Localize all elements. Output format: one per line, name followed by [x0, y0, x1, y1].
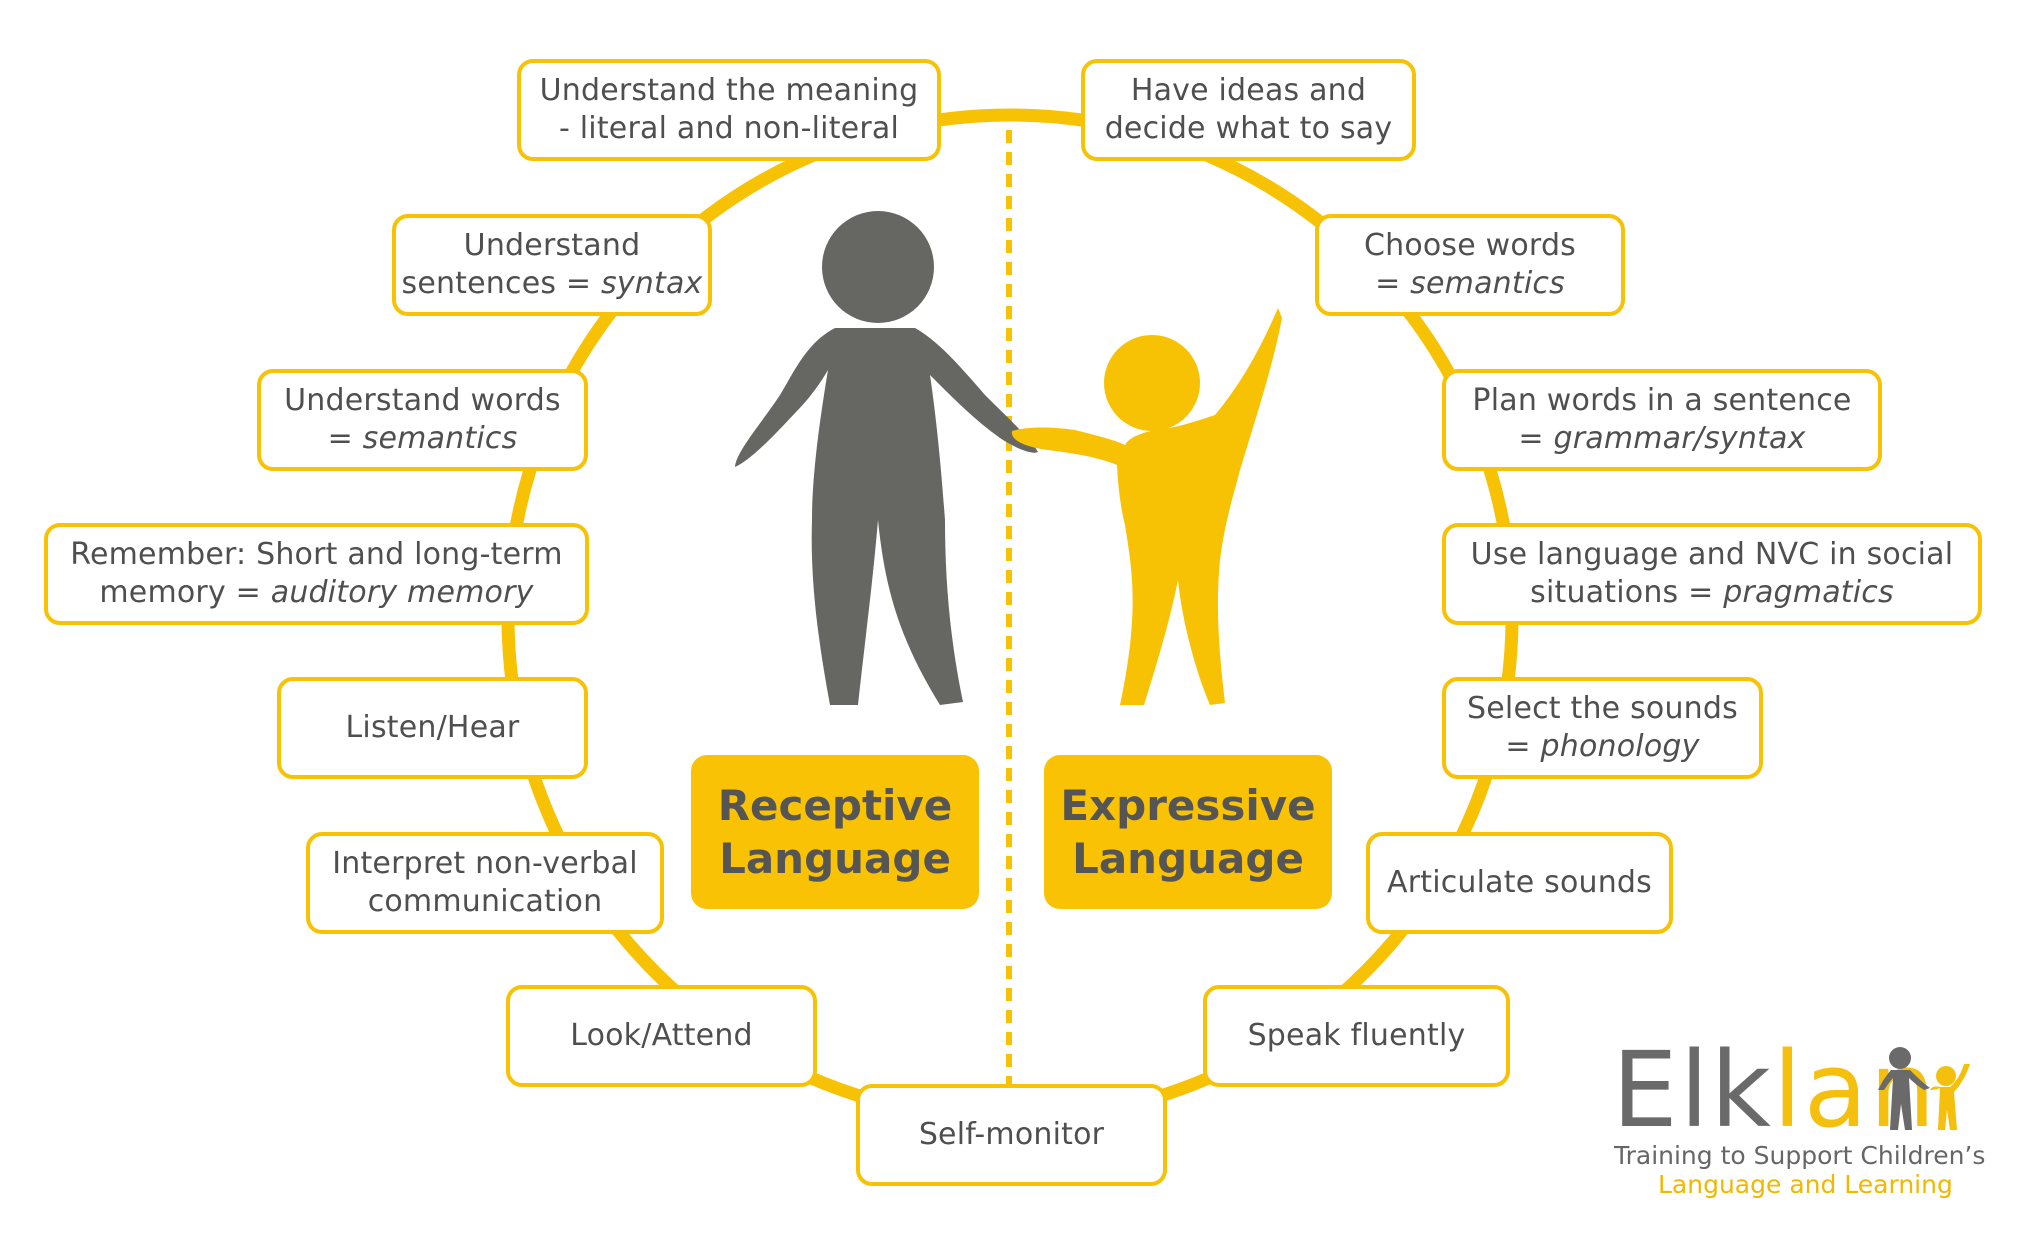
- node-select-sounds: Select the sounds = phonology: [1442, 677, 1763, 779]
- adult-figure: [735, 211, 1038, 705]
- node-line2: - literal and non-literal: [559, 111, 899, 146]
- node-line1: Articulate sounds: [1386, 865, 1653, 900]
- node-articulate-sounds: Articulate sounds: [1366, 832, 1673, 934]
- node-line1: Remember: Short and long-term: [70, 537, 563, 572]
- node-understand-words: Understand words = semantics: [257, 369, 588, 471]
- node-line2: situations = pragmatics: [1530, 575, 1894, 610]
- logo-figures-icon: [1878, 1047, 1970, 1130]
- node-line2: decide what to say: [1104, 111, 1393, 146]
- node-understand-sentences: Understand sentences = syntax: [392, 214, 712, 316]
- node-line2: sentences = syntax: [401, 266, 703, 301]
- node-listen-hear: Listen/Hear: [277, 677, 588, 779]
- node-line1: Have ideas and: [1130, 73, 1367, 108]
- node-have-ideas: Have ideas and decide what to say: [1081, 59, 1416, 161]
- logo-tagline-2: Language and Learning: [1658, 1170, 1953, 1199]
- node-line1: Speak fluently: [1247, 1018, 1466, 1053]
- node-interpret-nonverbal: Interpret non-verbal communication: [306, 832, 664, 934]
- panel-line2: Language: [1072, 834, 1304, 883]
- node-line2: memory = auditory memory: [99, 575, 534, 610]
- node-remember: Remember: Short and long-term memory = a…: [44, 523, 589, 625]
- node-self-monitor: Self-monitor: [856, 1084, 1167, 1186]
- panel-line2: Language: [719, 834, 951, 883]
- node-line1: Select the sounds: [1467, 691, 1738, 726]
- node-line2: = phonology: [1505, 729, 1700, 764]
- node-line1: Understand: [463, 228, 641, 263]
- node-line1: Self-monitor: [918, 1117, 1105, 1152]
- node-look-attend: Look/Attend: [506, 985, 817, 1087]
- node-line1: Look/Attend: [570, 1018, 753, 1053]
- node-speak-fluently: Speak fluently: [1203, 985, 1510, 1087]
- node-line1: Use language and NVC in social: [1470, 537, 1954, 572]
- node-line1: Interpret non-verbal: [332, 846, 638, 881]
- node-line2: = grammar/syntax: [1518, 421, 1806, 456]
- node-use-language: Use language and NVC in social situation…: [1442, 523, 1982, 625]
- node-line1: Understand words: [284, 383, 561, 418]
- logo-tagline-1: Training to Support Children’s: [1614, 1141, 1986, 1170]
- node-line1: Understand the meaning: [539, 73, 919, 108]
- node-line1: Listen/Hear: [345, 710, 520, 745]
- node-line2: = semantics: [327, 421, 518, 456]
- panel-line1: Receptive: [717, 781, 953, 830]
- node-line1: Plan words in a sentence: [1472, 383, 1852, 418]
- logo-word-part1: Elk: [1612, 1029, 1773, 1151]
- panel-line1: Expressive: [1060, 781, 1316, 830]
- node-line2: communication: [367, 884, 603, 919]
- child-figure: [1011, 308, 1282, 705]
- expressive-language-panel: Expressive Language: [1044, 755, 1332, 909]
- node-line1: Choose words: [1363, 228, 1577, 263]
- receptive-language-panel: Receptive Language: [691, 755, 979, 909]
- node-choose-words: Choose words = semantics: [1315, 214, 1625, 316]
- node-line2: = semantics: [1375, 266, 1565, 301]
- node-plan-words: Plan words in a sentence = grammar/synta…: [1442, 369, 1882, 471]
- node-understand-meaning: Understand the meaning - literal and non…: [517, 59, 941, 161]
